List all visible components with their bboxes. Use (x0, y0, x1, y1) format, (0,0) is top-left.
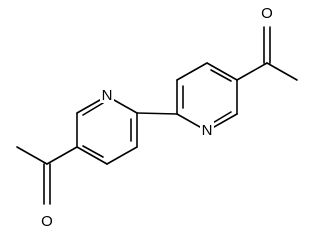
bond (16, 146, 48, 165)
bond (206, 62, 238, 81)
bond (236, 62, 268, 81)
nitrogen-label: N (202, 122, 213, 139)
bond (176, 62, 208, 81)
bond (76, 146, 108, 165)
double-bond-inner (82, 145, 104, 158)
left-pyridine-ring (76, 95, 138, 165)
double-bond-inner (210, 111, 232, 125)
atom-label-o-bottom: O (40, 212, 55, 231)
atom-label-n-right: N (200, 120, 214, 139)
oxygen-label: O (41, 213, 53, 230)
atom-label-n-left: N (100, 85, 114, 104)
biaryl-bond (136, 112, 178, 115)
oxygen-label: O (261, 5, 273, 22)
bond (46, 146, 78, 165)
right-acetyl-group (236, 26, 298, 81)
double-bond-inner (210, 69, 232, 82)
left-acetyl-group (16, 146, 78, 205)
right-pyridine-ring (176, 62, 238, 132)
bond (106, 146, 138, 165)
bond (266, 62, 298, 81)
atom-label-o-top: O (260, 3, 275, 22)
nitrogen-label: N (102, 87, 113, 104)
double-bond-inner (82, 102, 104, 116)
